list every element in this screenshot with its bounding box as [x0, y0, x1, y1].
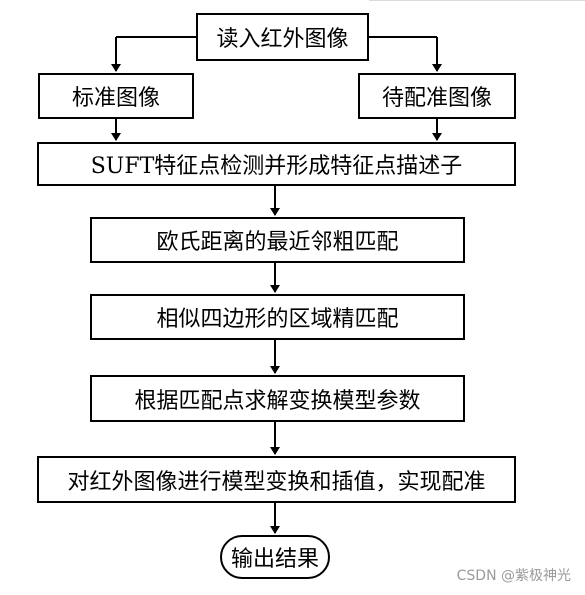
- node-quad-fine-match: 相似四边形的区域精匹配: [90, 294, 465, 340]
- node-solve-params: 根据匹配点求解变换模型参数: [90, 375, 465, 422]
- node-to-register-image: 待配准图像: [358, 73, 516, 119]
- node-output: 输出结果: [220, 535, 330, 579]
- node-standard-image: 标准图像: [38, 73, 194, 119]
- node-read-image: 读入红外图像: [196, 13, 369, 61]
- node-euclidean-match: 欧氏距离的最近邻粗匹配: [90, 217, 465, 263]
- node-suft-detect: SUFT特征点检测并形成特征点描述子: [37, 142, 516, 186]
- csdn-watermark: CSDN @紫极神光: [456, 568, 571, 584]
- top-divider-line: [369, 0, 585, 1]
- node-transform-register: 对红外图像进行模型变换和插值，实现配准: [37, 456, 516, 503]
